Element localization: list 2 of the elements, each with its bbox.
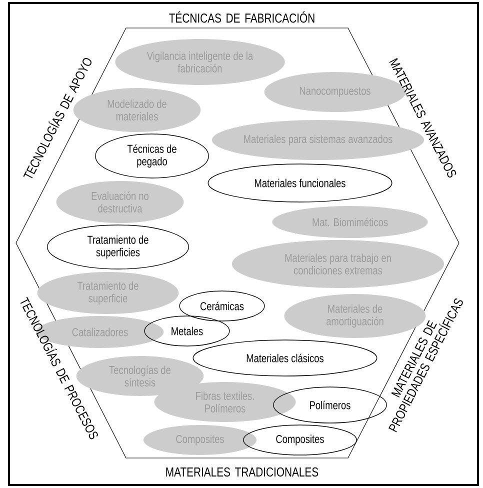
side-heading: TÉCNICAS DE FABRICACIÓN — [169, 11, 314, 23]
side-heading: MATERIALES TRADICIONALES — [166, 467, 318, 477]
